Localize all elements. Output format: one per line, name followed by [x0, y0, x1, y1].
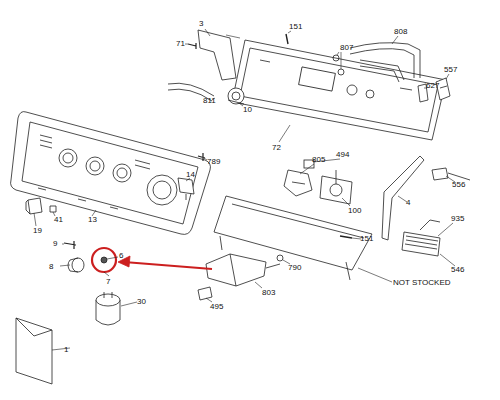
lid-switch — [206, 254, 280, 286]
callout-number: 811 — [203, 96, 216, 105]
callout-number: 100 — [348, 206, 361, 215]
screw — [64, 241, 76, 249]
rear-panel — [232, 40, 446, 140]
screw — [340, 236, 352, 238]
end-cap — [382, 156, 424, 240]
callout-number: 10 — [243, 105, 252, 114]
callout-number: 808 — [394, 27, 407, 36]
callout-number: 556 — [452, 180, 465, 189]
screw — [286, 34, 288, 44]
callout-number: 3 — [199, 19, 203, 28]
manual — [16, 318, 52, 384]
end-cap — [198, 30, 236, 80]
screw — [188, 43, 196, 49]
callout-number: 6 — [119, 251, 123, 260]
callout-number: 14 — [186, 170, 195, 179]
callout-number: 8 — [49, 262, 53, 271]
callout-number: 935 — [451, 214, 464, 223]
callout-number: 495 — [210, 302, 223, 311]
callout-number: 41 — [54, 215, 63, 224]
knob — [26, 198, 42, 214]
callout-number: 151 — [289, 22, 302, 31]
console-panel — [11, 112, 211, 235]
callout-number: 805 — [312, 155, 325, 164]
callout-number: 13 — [88, 215, 97, 224]
hose — [350, 43, 420, 82]
callout-number: 546 — [451, 265, 464, 274]
callout-number: 7 — [106, 277, 110, 286]
switch — [284, 170, 312, 196]
highlight-arrow — [124, 262, 212, 269]
highlight-circle — [92, 248, 116, 272]
timer — [320, 170, 352, 204]
callout-number: 71 — [176, 39, 185, 48]
callout-number: 72 — [272, 143, 281, 152]
callout-number: 627 — [426, 81, 439, 90]
pressure-switch — [228, 88, 244, 104]
screw — [277, 255, 283, 261]
capacitor — [96, 292, 120, 325]
grommet — [333, 55, 344, 75]
note-label: NOT STOCKED — [393, 278, 451, 287]
callout-number: 557 — [444, 65, 457, 74]
callout-number: 803 — [262, 288, 275, 297]
screw — [198, 153, 205, 161]
callout-number: 807 — [340, 43, 353, 52]
callout-number: 1 — [64, 345, 68, 354]
callout-number: 789 — [207, 157, 220, 166]
callout-number: 151 — [360, 234, 373, 243]
callout-number: 4 — [406, 198, 410, 207]
callout-number: 494 — [336, 150, 349, 159]
switch-part — [101, 257, 107, 263]
wire-harness — [402, 220, 440, 256]
switch — [178, 178, 194, 200]
connector — [432, 168, 470, 180]
callout-number: 9 — [53, 239, 57, 248]
knob — [68, 258, 84, 272]
callout-number: 790 — [288, 263, 301, 272]
leader-lines — [34, 29, 455, 350]
lens — [50, 206, 56, 212]
clip — [198, 287, 212, 300]
callout-number: 19 — [33, 226, 42, 235]
callout-number: 30 — [137, 297, 146, 306]
